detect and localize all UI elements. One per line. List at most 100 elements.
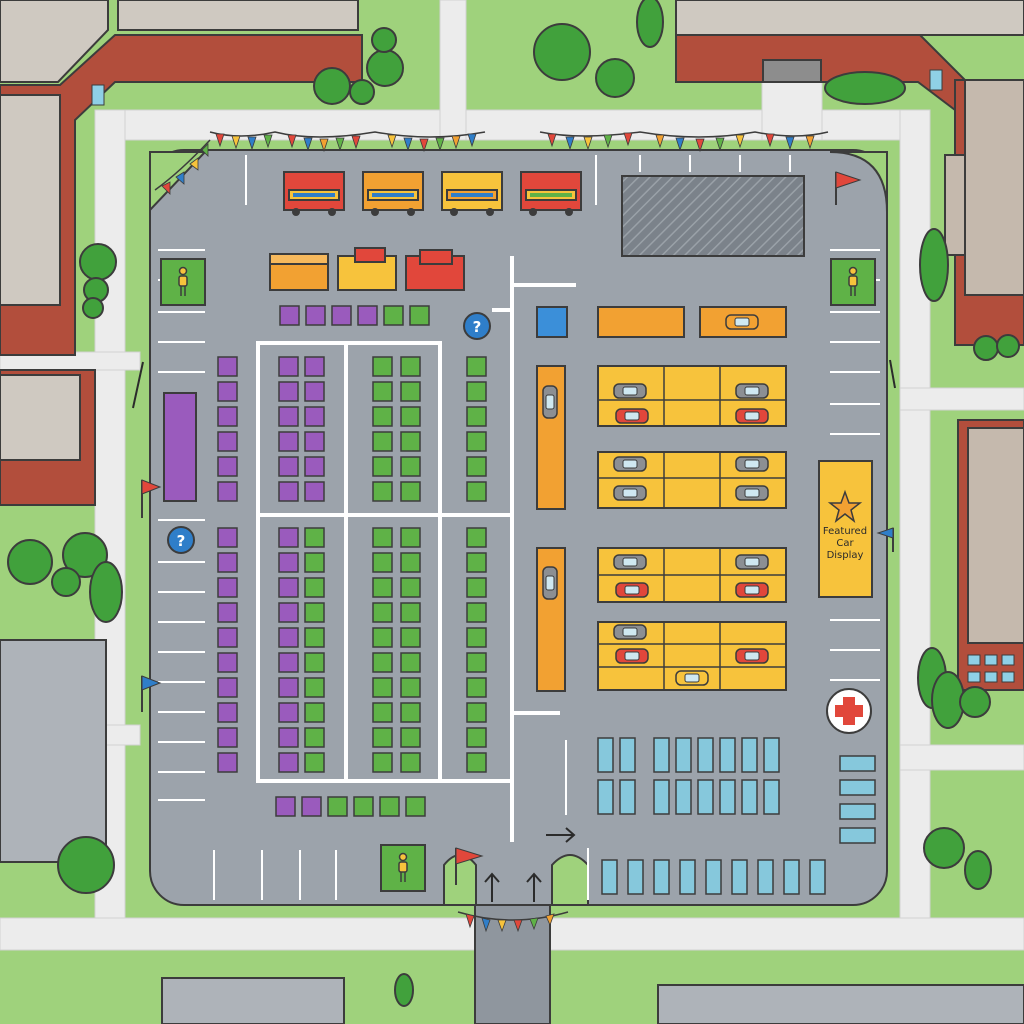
green-booth[interactable] — [372, 356, 393, 377]
green-booth[interactable] — [466, 702, 487, 723]
restroom-markers[interactable] — [160, 258, 876, 892]
green-booth[interactable] — [372, 527, 393, 548]
purple-booth[interactable] — [217, 431, 238, 452]
first-aid-station[interactable] — [826, 688, 872, 734]
green-booth[interactable] — [372, 406, 393, 427]
purple-booth[interactable] — [278, 752, 299, 773]
blue-booth[interactable] — [705, 859, 722, 895]
purple-booth[interactable] — [217, 356, 238, 377]
purple-booth[interactable] — [304, 456, 325, 477]
green-booth[interactable] — [400, 702, 421, 723]
green-booth[interactable] — [372, 431, 393, 452]
green-booth[interactable] — [372, 752, 393, 773]
vendor-tents[interactable] — [269, 247, 465, 291]
purple-booth[interactable] — [301, 796, 322, 817]
purple-booth[interactable] — [278, 456, 299, 477]
green-booth[interactable] — [466, 602, 487, 623]
blue-booth[interactable] — [653, 859, 670, 895]
green-booth[interactable] — [466, 577, 487, 598]
blue-booth[interactable] — [597, 737, 614, 773]
green-booth[interactable] — [466, 381, 487, 402]
purple-booth[interactable] — [217, 702, 238, 723]
info-kiosks[interactable]: ? ? — [167, 312, 491, 554]
blue-booth[interactable] — [619, 779, 636, 815]
green-booth[interactable] — [304, 677, 325, 698]
purple-booth[interactable] — [275, 796, 296, 817]
purple-booth[interactable] — [217, 627, 238, 648]
green-booth[interactable] — [372, 627, 393, 648]
purple-booth[interactable] — [278, 577, 299, 598]
blue-booth[interactable] — [839, 755, 876, 772]
purple-booth[interactable] — [357, 305, 378, 326]
green-booth[interactable] — [400, 577, 421, 598]
green-booth[interactable] — [353, 796, 374, 817]
green-booth[interactable] — [466, 456, 487, 477]
green-booth[interactable] — [400, 481, 421, 502]
purple-booth[interactable] — [278, 356, 299, 377]
purple-booth[interactable] — [217, 406, 238, 427]
purple-booth[interactable] — [217, 552, 238, 573]
green-booth[interactable] — [372, 652, 393, 673]
green-booth[interactable] — [372, 456, 393, 477]
green-booth[interactable] — [400, 727, 421, 748]
green-booth[interactable] — [327, 796, 348, 817]
green-booth[interactable] — [466, 406, 487, 427]
blue-booth[interactable] — [839, 827, 876, 844]
purple-booth[interactable] — [278, 677, 299, 698]
green-booth[interactable] — [466, 727, 487, 748]
blue-booth[interactable] — [741, 779, 758, 815]
green-booth[interactable] — [372, 727, 393, 748]
green-booth[interactable] — [372, 381, 393, 402]
purple-booth[interactable] — [217, 677, 238, 698]
blue-booth[interactable] — [597, 779, 614, 815]
green-booth[interactable] — [304, 752, 325, 773]
featured-car-display[interactable]: Featured Car Display — [818, 460, 873, 598]
blue-booth[interactable] — [763, 737, 780, 773]
green-booth[interactable] — [400, 356, 421, 377]
green-booth[interactable] — [466, 677, 487, 698]
purple-booth[interactable] — [217, 481, 238, 502]
green-booth[interactable] — [379, 796, 400, 817]
green-booth[interactable] — [400, 752, 421, 773]
blue-booth[interactable] — [731, 859, 748, 895]
green-booth[interactable] — [466, 431, 487, 452]
green-booth[interactable] — [400, 527, 421, 548]
food-trucks[interactable] — [283, 171, 582, 216]
green-booth[interactable] — [372, 702, 393, 723]
purple-booth[interactable] — [278, 481, 299, 502]
blue-booth[interactable] — [627, 859, 644, 895]
purple-booth[interactable] — [304, 406, 325, 427]
green-booth[interactable] — [466, 527, 487, 548]
green-booth[interactable] — [409, 305, 430, 326]
green-booth[interactable] — [400, 406, 421, 427]
purple-booth[interactable] — [217, 456, 238, 477]
green-booth[interactable] — [400, 652, 421, 673]
blue-booth[interactable] — [601, 859, 618, 895]
purple-booth[interactable] — [217, 752, 238, 773]
blue-booth[interactable] — [697, 779, 714, 815]
purple-booth[interactable] — [278, 527, 299, 548]
green-booth[interactable] — [400, 677, 421, 698]
purple-booth[interactable] — [217, 527, 238, 548]
green-booth[interactable] — [400, 627, 421, 648]
green-booth[interactable] — [400, 602, 421, 623]
green-booth[interactable] — [466, 552, 487, 573]
blue-booth[interactable] — [741, 737, 758, 773]
blue-booth[interactable] — [619, 737, 636, 773]
blue-booth[interactable] — [697, 737, 714, 773]
purple-booth[interactable] — [304, 431, 325, 452]
purple-booth[interactable] — [278, 652, 299, 673]
green-booth[interactable] — [383, 305, 404, 326]
green-booth[interactable] — [304, 702, 325, 723]
purple-booth[interactable] — [304, 356, 325, 377]
blue-booth[interactable] — [675, 779, 692, 815]
purple-booth[interactable] — [278, 727, 299, 748]
blue-booth[interactable] — [783, 859, 800, 895]
purple-booth[interactable] — [217, 652, 238, 673]
purple-booth[interactable] — [278, 552, 299, 573]
blue-booth[interactable] — [719, 779, 736, 815]
blue-booth[interactable] — [809, 859, 826, 895]
green-booth[interactable] — [304, 577, 325, 598]
purple-booth[interactable] — [217, 602, 238, 623]
green-booth[interactable] — [400, 381, 421, 402]
